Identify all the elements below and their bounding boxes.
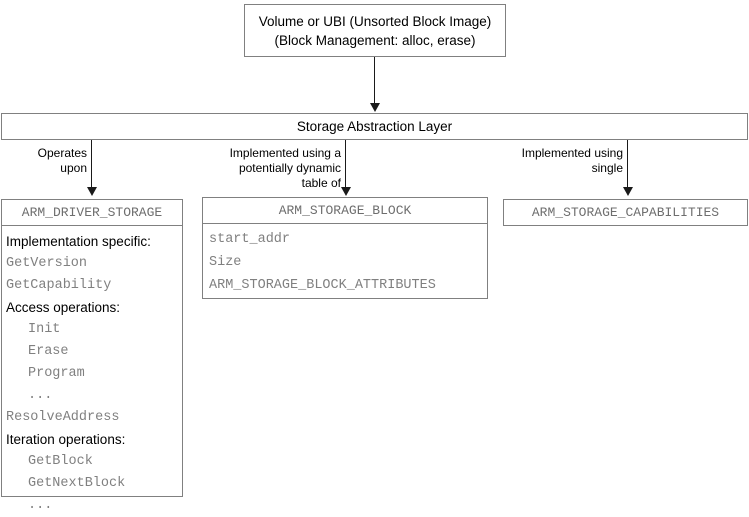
arm-storage-block-title: ARM_STORAGE_BLOCK [203, 198, 487, 224]
arm-driver-storage-box: ARM_DRIVER_STORAGE Implementation specif… [1, 199, 183, 513]
volume-ubi-line-1: Volume or UBI (Unsorted Block Image) [258, 13, 492, 29]
edge-label-implemented-using-table-line-2: potentially dynamic [238, 161, 341, 175]
connector-sal-to-capabilities-arrowhead [623, 187, 633, 196]
member-row: Implementation specific: [6, 234, 151, 249]
member-row: Program [28, 366, 85, 381]
member-row: ... [28, 388, 53, 403]
member-row: ... [28, 498, 53, 513]
member-row: Init [28, 322, 61, 337]
edge-label-implemented-using-table-line-3: table of [301, 176, 341, 190]
member-row: GetVersion [6, 256, 88, 271]
edge-label-implemented-using-single: Implemented using single [430, 146, 623, 176]
arm-storage-capabilities-box: ARM_STORAGE_CAPABILITIES [503, 199, 748, 226]
member-row: GetBlock [28, 454, 93, 469]
connector-volume-to-sal-line [374, 57, 375, 104]
edge-label-implemented-using-single-line-1: Implemented using [521, 146, 623, 160]
edge-label-implemented-using-table-line-1: Implemented using a [229, 146, 341, 160]
connector-sal-to-driver-line [91, 140, 92, 188]
connector-sal-to-capabilities-line [627, 140, 628, 188]
edge-label-operates-upon-line-2: upon [60, 161, 87, 175]
member-row: GetCapability [6, 278, 112, 293]
member-row: Erase [28, 344, 69, 359]
edge-label-operates-upon: Operates upon [0, 146, 87, 176]
arm-storage-capabilities-title: ARM_STORAGE_CAPABILITIES [531, 205, 720, 220]
connector-volume-to-sal-arrowhead [370, 103, 380, 112]
member-row: Iteration operations: [6, 432, 126, 447]
arm-driver-storage-title: ARM_DRIVER_STORAGE [2, 200, 182, 226]
member-row: ResolveAddress [6, 410, 120, 425]
volume-ubi-box: Volume or UBI (Unsorted Block Image) (Bl… [244, 4, 506, 57]
member-row: Size [209, 255, 242, 270]
connector-sal-to-driver-arrowhead [87, 187, 97, 196]
edge-label-implemented-using-single-line-2: single [591, 161, 623, 175]
member-row: Access operations: [6, 300, 121, 315]
edge-label-operates-upon-line-1: Operates [37, 146, 87, 160]
storage-abstraction-layer-box: Storage Abstraction Layer [1, 113, 748, 140]
member-row: ARM_STORAGE_BLOCK_ATTRIBUTES [209, 278, 436, 293]
member-row: GetNextBlock [28, 476, 126, 491]
connector-sal-to-block-line [345, 140, 346, 188]
edge-label-implemented-using-table: Implemented using a potentially dynamic … [150, 146, 341, 191]
volume-ubi-line-2: (Block Management: alloc, erase) [274, 32, 476, 48]
storage-abstraction-layer-label: Storage Abstraction Layer [296, 119, 453, 134]
connector-sal-to-block-arrowhead [341, 187, 351, 196]
member-row: start_addr [209, 232, 291, 247]
